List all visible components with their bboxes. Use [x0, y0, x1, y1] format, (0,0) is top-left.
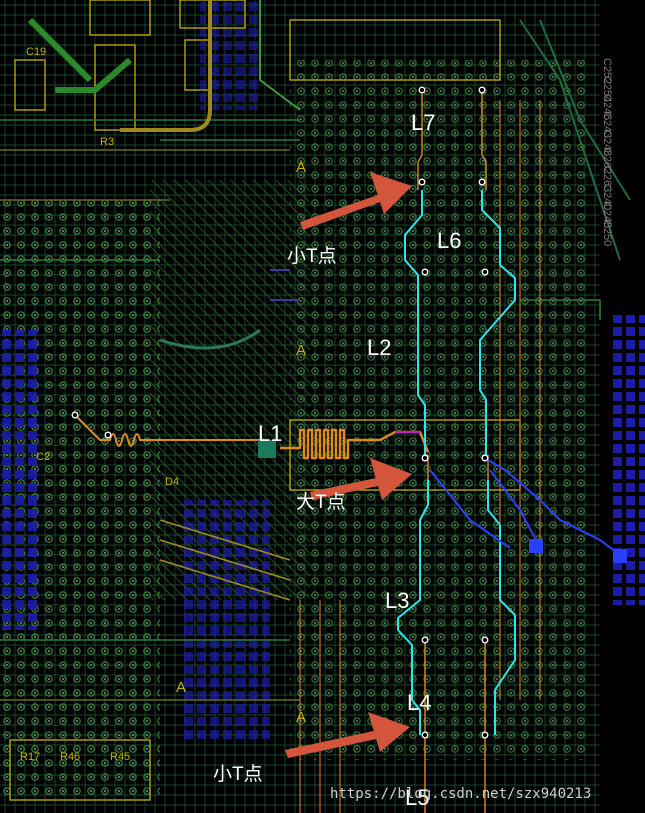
side-refdes: C263	[601, 166, 613, 192]
side-refdes: C245	[601, 202, 613, 228]
label-l3: L3	[385, 588, 409, 613]
orange-channel-traces	[417, 90, 489, 813]
arrow-icon-small-t-bottom	[285, 712, 410, 758]
label-l5: L5	[405, 785, 429, 810]
silk-a1: A	[296, 159, 306, 176]
annotation-big-t: 大T点	[296, 491, 346, 513]
silk-a3: A	[176, 679, 186, 696]
pad-array-mid	[180, 500, 270, 740]
silk-a4: A	[296, 709, 306, 726]
label-l7: L7	[411, 110, 435, 135]
annotation-small-t-bottom: 小T点	[213, 763, 263, 785]
pad-array-left	[0, 330, 40, 630]
side-refdes: C248	[601, 130, 613, 156]
side-refdes: C246	[601, 94, 613, 120]
side-refdes-column: C252 C254 C246 C243 C248 C262 C263 C240 …	[601, 58, 613, 246]
arrow-icon-small-t-top	[300, 172, 412, 230]
silk-d4: D4	[165, 476, 179, 488]
label-l2: L2	[367, 335, 391, 360]
silk-r46: R46	[60, 751, 80, 763]
watermark: https://blog.csdn.net/szx940213	[330, 786, 591, 802]
silk-c2: C2	[36, 451, 50, 463]
silk-a2: A	[296, 342, 306, 359]
label-l4: L4	[407, 690, 431, 715]
side-refdes: C240	[601, 184, 613, 210]
silk-r45: R45	[110, 751, 130, 763]
background-traces	[0, 0, 631, 813]
blue-traces	[429, 459, 627, 563]
label-l6: L6	[437, 228, 461, 253]
bga-via-array-middle	[290, 60, 590, 760]
annotation-small-t-top: 小T点	[287, 245, 337, 267]
t-point-vias	[71, 86, 489, 739]
arrow-icons	[285, 172, 412, 758]
side-refdes: C243	[601, 112, 613, 138]
segment-labels: L7 L6 L2 L1 L3 L4 L5	[258, 110, 461, 810]
side-refdes: C252	[601, 58, 613, 84]
silk-r3: R3	[100, 136, 114, 148]
side-refdes: C262	[601, 148, 613, 174]
silkscreen-text: C19 R3 D4 A A A A R17 R46 R45 C2	[20, 46, 306, 763]
arrow-icon-big-t	[310, 458, 412, 500]
t-point-annotations: 小T点 大T点 小T点	[213, 245, 346, 785]
silk-c19: C19	[26, 46, 46, 58]
l1-serpentine-trace	[74, 414, 430, 460]
cyan-branch-traces	[397, 190, 516, 735]
silk-r17: R17	[20, 751, 40, 763]
side-refdes: C254	[601, 76, 613, 102]
label-l1: L1	[258, 421, 282, 446]
side-refdes: C250	[601, 220, 613, 246]
